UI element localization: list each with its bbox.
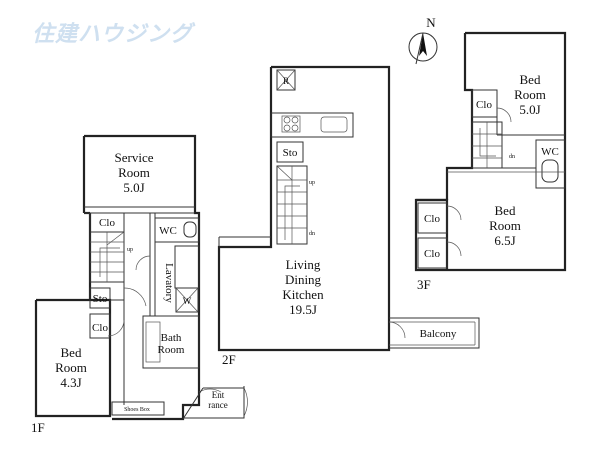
f3-clo-mid-label: Clo (424, 213, 440, 225)
f3-bed-upper-size: 5.0J (519, 102, 540, 117)
f3-clo-bottom-label: Clo (424, 248, 440, 260)
f2-stair-up-label: up (309, 180, 315, 186)
f1-bed-room-size: 4.3J (60, 375, 81, 390)
f1-clo-lower-label: Clo (92, 322, 108, 334)
f1-service-room-name-2: Room (118, 165, 150, 180)
f3-bed-upper-name-1: Bed (520, 72, 541, 87)
f1-clo-upper-label: Clo (99, 217, 115, 229)
f2-sto-label: Sto (283, 147, 298, 159)
floor-1f: Service Room 5.0J Clo up Sto Clo WC W La… (31, 134, 248, 435)
f3-wc-label: WC (541, 146, 559, 158)
floor-1f-label: 1F (31, 420, 45, 435)
f1-bath-name-2: Room (158, 344, 185, 356)
f3-bed-lower-size: 6.5J (494, 233, 515, 248)
f3-bed-lower-name-2: Room (489, 218, 521, 233)
floor-3f-label: 3F (417, 277, 431, 292)
f1-sto-label: Sto (93, 293, 108, 305)
brand-logo: 住建ハウジング (32, 22, 194, 47)
f1-service-room-size: 5.0J (123, 180, 144, 195)
f1-entrance-name-1: Ent (212, 390, 225, 400)
f3-clo-top-label: Clo (476, 99, 492, 111)
floor-2f: R Sto up dn Living Dining Kitchen 19.5J … (217, 65, 480, 367)
f1-bath-name-1: Bath (161, 332, 182, 344)
f1-lavatory-label: Lavatory (163, 263, 175, 303)
f1-w-label: W (183, 296, 192, 306)
f1-stair-up-label: up (127, 247, 133, 253)
f2-ldk-size: 19.5J (289, 302, 317, 317)
f2-ldk-name-2: Dining (285, 272, 322, 287)
f1-wc-label: WC (159, 225, 177, 237)
floor-3f: Bed Room 5.0J Clo dn WC Bed Room 6.5J Cl… (414, 31, 567, 292)
f1-bed-room-name-1: Bed (61, 345, 82, 360)
f2-fridge-label: R (283, 76, 289, 86)
f2-stair-dn-label: dn (309, 231, 315, 237)
f3-stair-dn-label: dn (509, 154, 515, 160)
f1-entrance-name-2: rance (208, 400, 227, 410)
f3-bed-lower-name-1: Bed (495, 203, 516, 218)
floor-2f-label: 2F (222, 352, 236, 367)
compass: N (408, 15, 438, 65)
f2-ldk-name-1: Living (286, 257, 321, 272)
compass-north-label: N (426, 15, 436, 30)
f1-shoes-box-label: Shoes Box (124, 407, 150, 413)
f3-bed-upper-name-2: Room (514, 87, 546, 102)
f1-service-room-name-1: Service (115, 150, 154, 165)
f2-ldk-name-3: Kitchen (282, 287, 324, 302)
f1-bed-room-name-2: Room (55, 360, 87, 375)
f2-balcony-label: Balcony (420, 328, 457, 340)
